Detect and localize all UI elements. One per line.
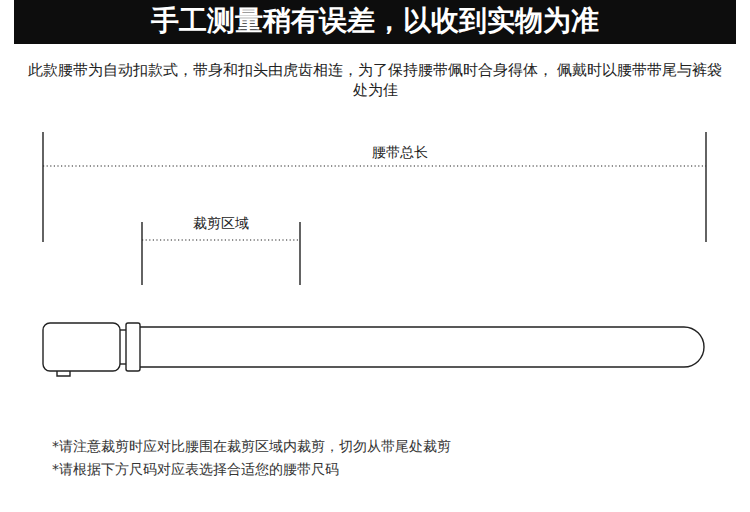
note-text: *请根据下方尺码对应表选择合适您的腰带尺码 (52, 460, 742, 478)
dimension-label: 腰带总长 (300, 143, 500, 161)
banner-title: 手工测量稍有误差，以收到实物为准 (14, 4, 736, 38)
dimension-label: 裁剪区域 (121, 214, 321, 232)
note-text: *请注意裁剪时应对比腰围在裁剪区域内裁剪，切勿从带尾处裁剪 (52, 437, 742, 455)
intro-text: 此款腰带为自动扣款式，带身和扣头由虎齿相连，为了保持腰带佩时合身得体， 佩戴时以… (25, 60, 725, 100)
